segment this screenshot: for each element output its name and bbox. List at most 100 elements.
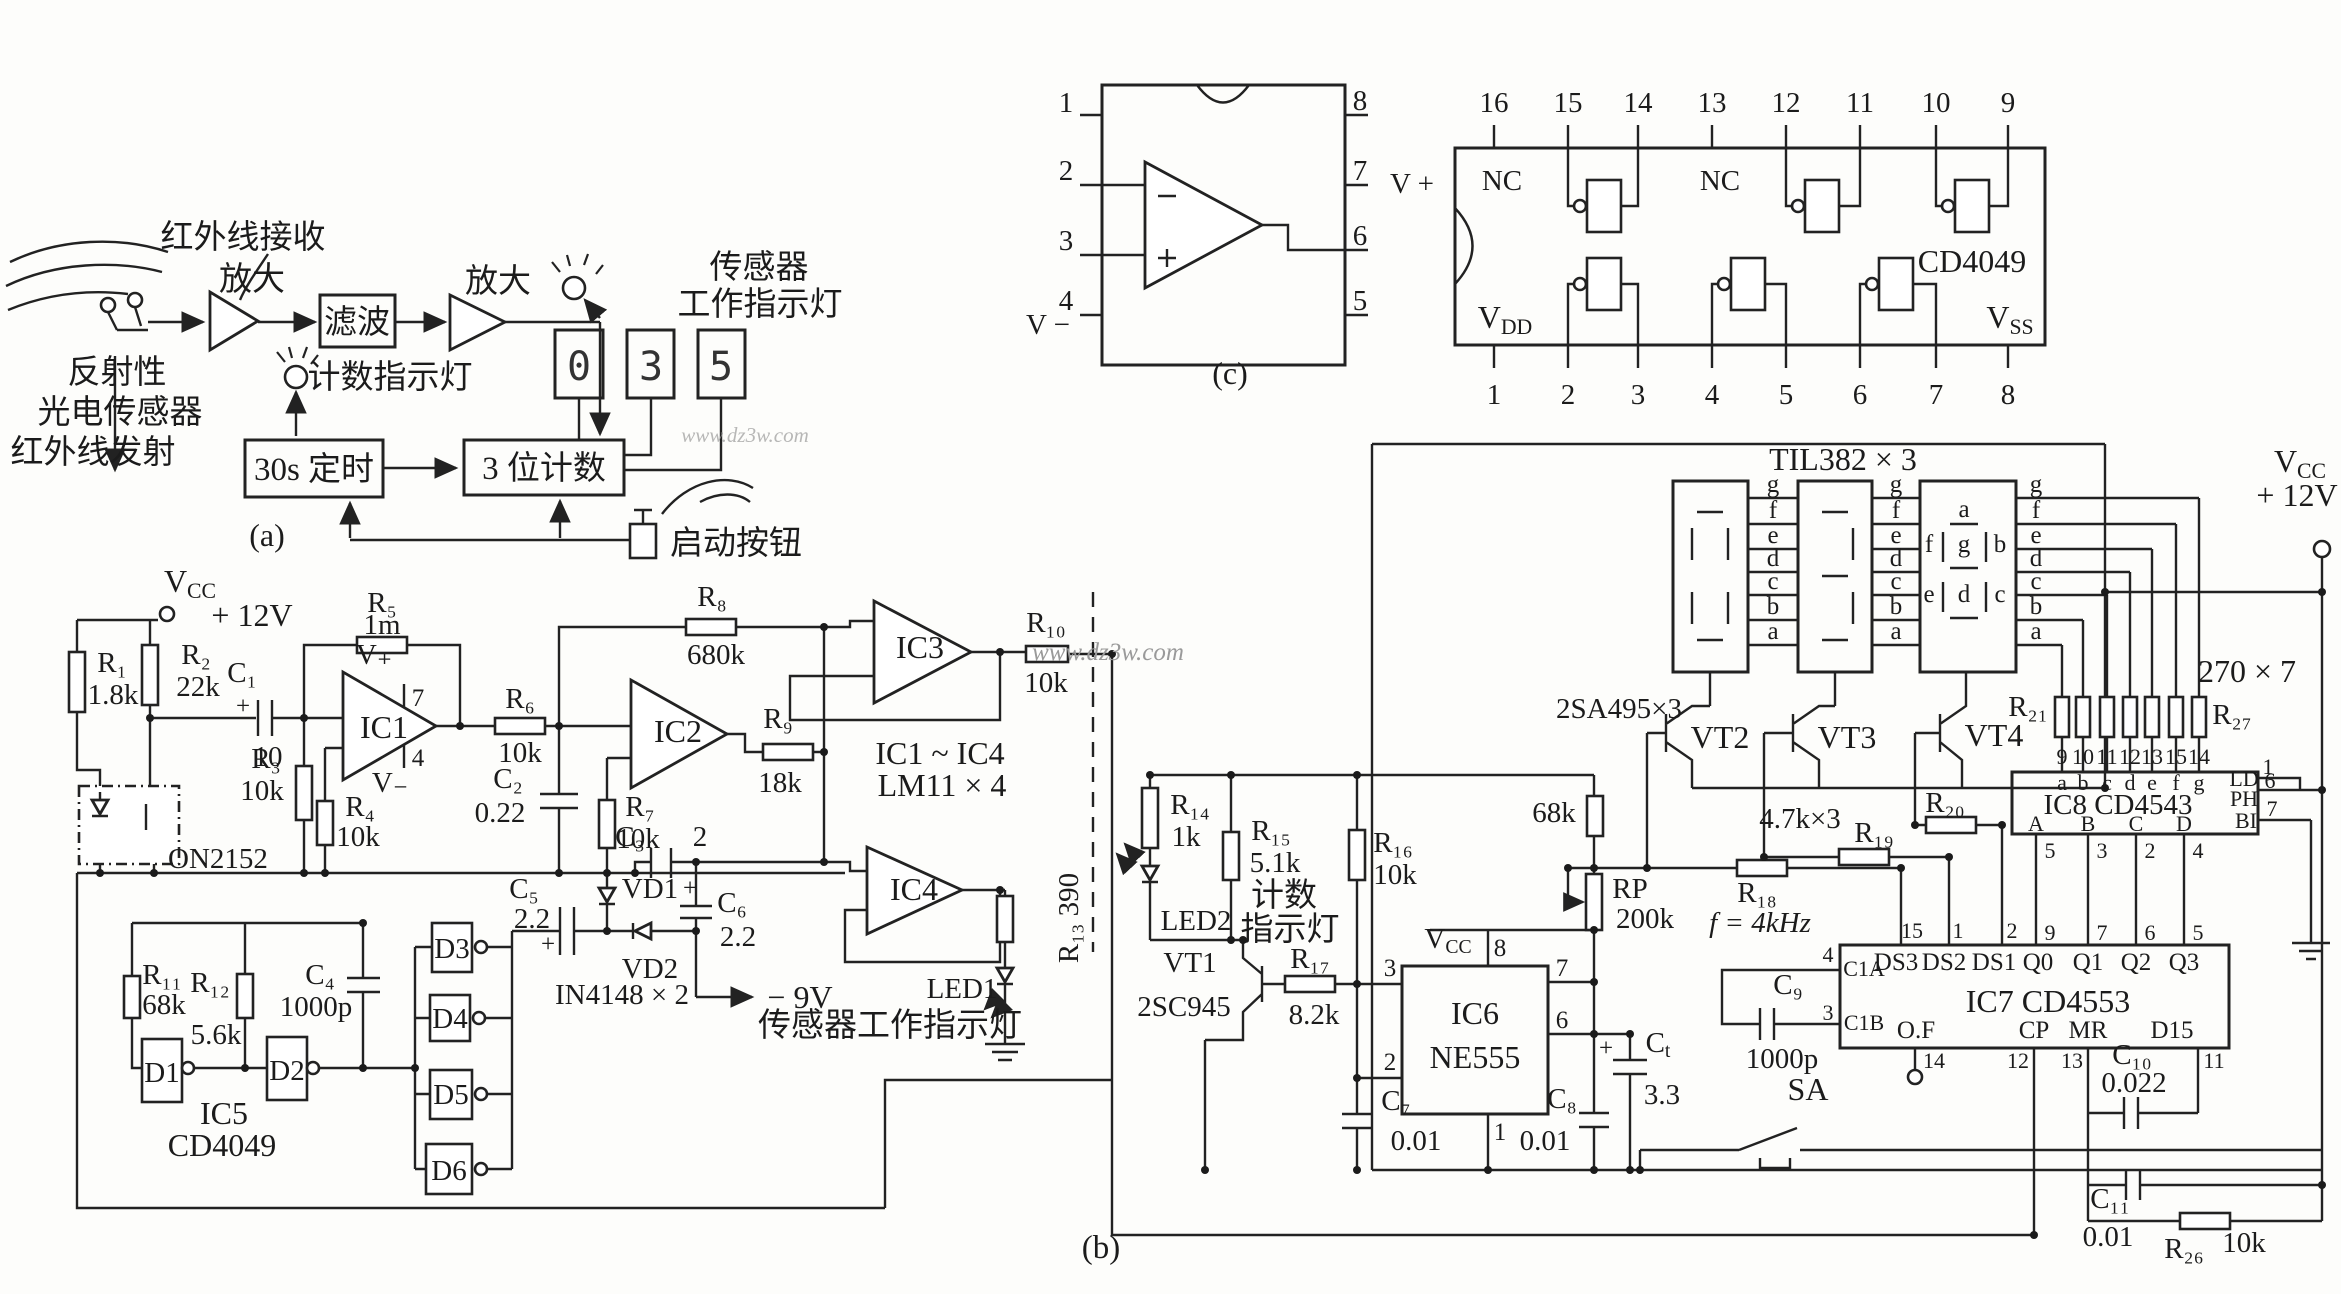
svg-text:g: g — [1958, 531, 1971, 558]
gate-d5: D5 — [433, 1079, 468, 1111]
opamp-inner-wires — [1102, 183, 1345, 257]
ic1-vminus: V₋ — [372, 767, 408, 799]
junction-dots — [96, 623, 1116, 1072]
c11-val: 0.01 — [2083, 1221, 2134, 1253]
cd4049-pin: 4 — [1705, 379, 1720, 411]
amplifier-icon — [208, 289, 261, 353]
resistor-r9 — [761, 742, 815, 762]
r1-ref: R₁ — [97, 647, 126, 679]
c10-val: 0.022 — [2101, 1067, 2166, 1099]
cd4049-pin: 12 — [1772, 87, 1801, 119]
r26-val: 10k — [2222, 1227, 2266, 1259]
svg-text:DS2: DS2 — [1922, 949, 1966, 976]
svg-text:5: 5 — [2045, 838, 2056, 863]
ic7-c1a: C1A — [1843, 956, 1885, 981]
svg-text:d: d — [2125, 770, 2136, 795]
freq-note: f = 4kHz — [1709, 907, 1811, 939]
r9-val: 18k — [758, 767, 802, 799]
opamp-vminus: V − — [1026, 309, 1070, 341]
svg-text:11: 11 — [2203, 1048, 2224, 1073]
rp-val: 200k — [1616, 903, 1675, 935]
display-module — [1918, 479, 2018, 674]
c4-val: 1000p — [280, 991, 353, 1023]
display-digit: 3 — [639, 344, 663, 390]
cd4049-pin: 16 — [1480, 87, 1509, 119]
r11-ref: R₁₁ — [142, 959, 182, 991]
svg-text:c: c — [1767, 568, 1778, 595]
cd4049-pin: 14 — [1624, 87, 1654, 119]
display-digit: 0 — [567, 344, 591, 390]
cd4049-dip16-body — [1453, 146, 2047, 347]
gate-d2: D2 — [269, 1055, 304, 1087]
label-sensor-lamp1: 传感器 — [710, 249, 809, 286]
vd-type: IN4148 × 2 — [555, 979, 689, 1011]
r6-ref: R₆ — [505, 683, 534, 715]
ic8-body — [2010, 770, 2260, 836]
svg-text:B: B — [2081, 811, 2096, 836]
r21-ref: R₂₁ — [2008, 691, 2048, 723]
resistor-r16 — [1347, 828, 1367, 882]
ic6-pin7: 7 — [1556, 955, 1569, 982]
vt3-ref: VT3 — [1818, 719, 1877, 755]
c5-ref: C₅ — [509, 873, 538, 905]
cd4049-pin: 3 — [1631, 379, 1646, 411]
ic8-pin7: 7 — [2267, 796, 2278, 821]
ic1-pin4: 4 — [412, 745, 425, 772]
led2-ray — [1123, 842, 1146, 866]
r16-ref: R₁₆ — [1373, 827, 1413, 859]
led-bar — [92, 792, 108, 818]
til382-label: TIL382 × 3 — [1769, 441, 1917, 477]
r17-ref: R₁₇ — [1290, 943, 1330, 975]
r12-val: 5.6k — [191, 1019, 242, 1051]
r68k-val: 68k — [1532, 797, 1576, 829]
ic4-ref: IC4 — [890, 871, 938, 907]
svg-text:14: 14 — [1923, 1048, 1945, 1073]
cd4049-pin: 6 — [1853, 379, 1868, 411]
svg-text:d: d — [2030, 545, 2043, 572]
svg-text:2: 2 — [2145, 838, 2156, 863]
c3-val: 2 — [693, 821, 708, 853]
array-value: 270 × 7 — [2198, 653, 2296, 689]
ic6-body — [1400, 964, 1550, 1116]
cd4049-vdd: VDD — [1478, 299, 1533, 339]
cd4049-pinout: 16 15 14 13 12 11 10 9 1 2 3 4 5 6 7 8 N… — [1212, 87, 2047, 411]
opamp-pinout: 1 2 3 4 8 7 6 5 V + V − — [1026, 83, 1434, 367]
opamp-pin: 8 — [1353, 85, 1368, 117]
ic7-pin4: 4 — [1823, 942, 1834, 967]
svg-text:Q2: Q2 — [2121, 949, 2152, 976]
svg-text:13: 13 — [2061, 1048, 2083, 1073]
svg-text:Q0: Q0 — [2023, 949, 2054, 976]
svg-text:f: f — [1769, 497, 1778, 524]
resistor-r4 — [315, 799, 335, 847]
display-module — [1796, 479, 1874, 674]
ic6-type: NE555 — [1430, 1039, 1521, 1075]
display-module — [1671, 479, 1750, 674]
ic8-ld: LD — [2229, 766, 2258, 791]
r19-ref: R₁₉ — [1854, 817, 1894, 849]
r20-ref: R₂₀ — [1925, 787, 1965, 819]
svg-text:g: g — [1767, 471, 1780, 498]
svg-text:c: c — [1994, 581, 2005, 608]
sensor-bulb-icon — [126, 291, 144, 309]
panel-b-tag: (b) — [1082, 1230, 1120, 1266]
ic5-type: CD4049 — [168, 1127, 276, 1163]
label-timer: 30s 定时 — [254, 451, 374, 488]
r16-val: 10k — [1373, 859, 1417, 891]
count-lamp-label1: 计数 — [1251, 877, 1317, 914]
wires-right — [1142, 442, 2330, 1235]
c9-ref: C₉ — [1773, 969, 1802, 1001]
ic3-ref: IC3 — [896, 629, 944, 665]
c10-ref: C₁₀ — [2112, 1039, 2152, 1071]
led2-ref: LED2 — [1161, 905, 1232, 937]
svg-text:d: d — [1958, 581, 1971, 608]
dip-notch-icon — [1454, 207, 1474, 285]
amplifier-icon — [448, 292, 509, 353]
opamp-pin-stubs — [1080, 113, 1368, 317]
svg-text:a: a — [2057, 770, 2067, 795]
schematic-left: VCC + 12V R₁ 1.8k R₂ 22k C₁ + 10 R₃ 10k … — [67, 423, 2034, 1266]
ic8-ph: PH — [2230, 786, 2258, 811]
